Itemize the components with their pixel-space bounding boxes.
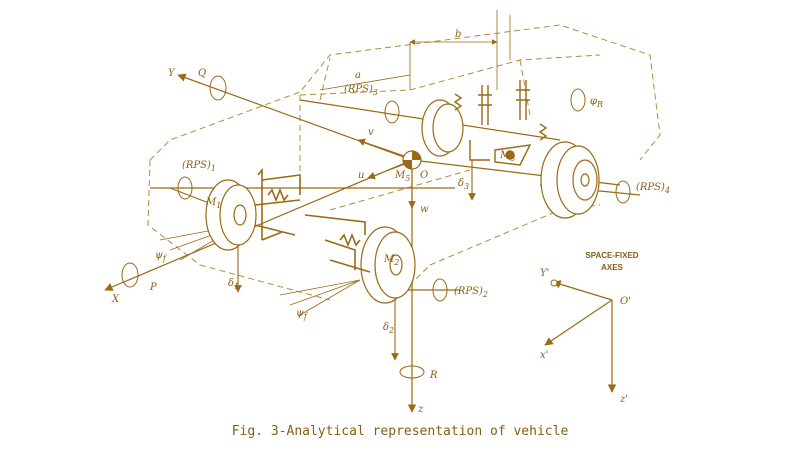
space-axes-title-line1: SPACE-FIXED	[585, 251, 638, 260]
m1-label: M1	[205, 197, 221, 210]
wheels	[205, 99, 600, 304]
v-vector	[357, 138, 411, 159]
rear-suspension	[453, 80, 548, 166]
q-rotation-icon	[209, 75, 227, 101]
w-label: w	[420, 204, 429, 215]
dimension-a-label: a	[355, 70, 361, 81]
m5-label: M5	[394, 170, 410, 183]
x-axis-label: X	[111, 294, 120, 305]
rear-right-wheel	[540, 141, 600, 219]
rps3-rotation-icon	[384, 100, 400, 124]
m3-label: M3	[499, 150, 515, 163]
x-axis-line	[104, 159, 413, 291]
y-axis-line	[177, 73, 413, 161]
rps2-label: (RPS)2	[454, 286, 488, 299]
psi-f1-label: ψf	[155, 250, 168, 263]
m2-label: M2	[383, 254, 399, 267]
space-x-label: x'	[540, 350, 548, 361]
front-suspension	[254, 167, 371, 273]
rps1-rotation-icon	[177, 176, 193, 200]
psi-f2-label: ψf	[296, 308, 309, 321]
z-axis-label: z	[417, 404, 424, 415]
front-right-wheel	[360, 226, 416, 304]
origin-o-label: O	[420, 170, 428, 181]
space-x-axis-line	[544, 299, 613, 346]
steering-lines	[159, 224, 361, 316]
q-label: Q	[198, 68, 206, 79]
dimension-lines	[319, 10, 511, 91]
u-label: u	[358, 170, 364, 181]
phi-r-rotation-icon	[570, 88, 586, 112]
phi-r-label: φR	[590, 96, 603, 109]
space-fixed-axes: SPACE-FIXED AXES Y' x' z' O'	[540, 251, 639, 405]
delta2-label: δ2	[383, 322, 394, 335]
figure-caption: Fig. 3-Analytical representation of vehi…	[231, 424, 569, 439]
rps4-rotation-icon	[615, 180, 631, 204]
delta3-label: δ3	[458, 178, 469, 191]
rps3-label: (RPS)3	[344, 84, 378, 97]
delta1-label: δ1	[228, 278, 239, 291]
rps1-label: (RPS)1	[182, 160, 216, 173]
dimension-b-label: b	[455, 29, 461, 40]
y-axis-label: Y	[168, 68, 176, 79]
space-origin-label: O'	[620, 296, 631, 307]
space-y-label: Y'	[540, 268, 549, 279]
rps4-label: (RPS)4	[636, 182, 670, 195]
front-left-wheel	[205, 179, 257, 251]
center-of-mass	[402, 150, 422, 170]
p-rotation-icon	[121, 262, 139, 288]
v-label: v	[368, 127, 374, 138]
r-label: R	[429, 370, 438, 381]
r-rotation-icon	[399, 365, 425, 379]
space-y-endpoint-icon	[550, 279, 558, 287]
space-y-axis-line	[552, 280, 613, 301]
rotation-arrows	[121, 75, 631, 379]
rear-left-wheel	[421, 99, 464, 157]
p-label: P	[149, 282, 157, 293]
rps2-rotation-icon	[432, 278, 448, 302]
space-axes-title-line2: AXES	[601, 263, 623, 272]
space-z-label: z'	[619, 394, 628, 405]
u-vector	[367, 161, 411, 180]
